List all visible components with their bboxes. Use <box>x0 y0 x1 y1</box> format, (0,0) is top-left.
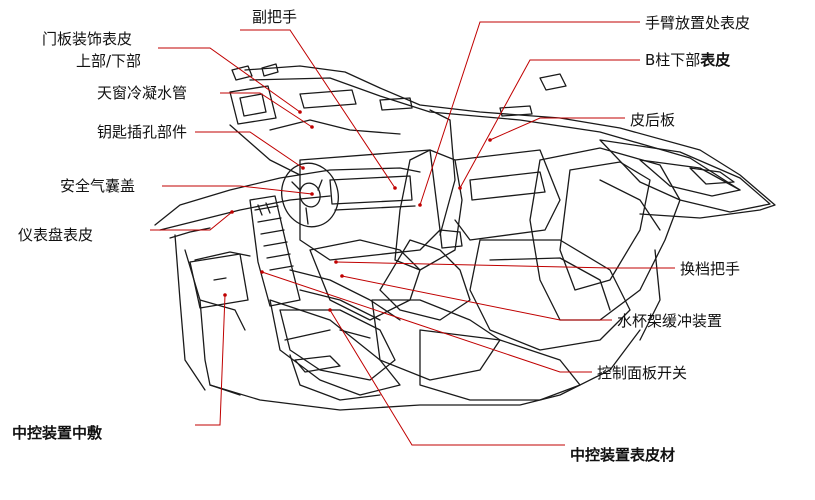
steering-wheel <box>281 162 339 228</box>
leader-assist-grip <box>240 29 396 189</box>
glove-box <box>189 253 249 309</box>
leader-key-cylinder <box>195 131 304 169</box>
label-rear-package-tray: 皮后板 <box>630 111 676 129</box>
leader-door-trim <box>158 47 301 113</box>
label-b-pillar-prefix: B柱下部 <box>645 51 701 69</box>
label-airbag-cover: 安全气囊盖 <box>60 177 136 195</box>
label-b-pillar-suffix: 表皮 <box>700 51 731 69</box>
rear-seat <box>529 147 681 321</box>
leader-cup-holder <box>341 275 612 321</box>
driver-seat <box>394 149 463 271</box>
leader-dots <box>223 110 492 312</box>
label-console-skin: 中控装置表皮材 <box>570 446 675 464</box>
leader-armrest <box>419 21 640 206</box>
floor <box>209 329 641 411</box>
dome-lamp <box>299 89 357 109</box>
rear-tray <box>599 139 771 213</box>
label-shift-knob: 换档把手 <box>680 260 741 278</box>
label-instrument-panel-skin: 仪表盘表皮 <box>18 226 94 244</box>
leader-airbag-cover <box>162 185 313 195</box>
dashboard <box>154 167 421 226</box>
leader-b-pillar <box>459 59 640 189</box>
label-assist-grip: 副把手 <box>252 8 298 26</box>
label-b-pillar: B柱下部表皮 <box>645 51 730 69</box>
label-console-pad: 中控装置中敷 <box>12 424 103 442</box>
label-key-cylinder: 钥匙插孔部件 <box>97 123 188 141</box>
label-door-trim-line1: 门板装饰表皮 <box>42 30 133 48</box>
label-sunroof-drain: 天窗冷凝水管 <box>97 84 188 102</box>
label-cup-holder-damper: 水杯架缓冲装置 <box>617 312 723 330</box>
leader-console-skin <box>329 309 565 446</box>
leader-console-pad <box>195 294 226 426</box>
passenger-seat <box>309 239 421 321</box>
label-control-panel-switch: 控制面板开关 <box>597 364 688 382</box>
leader-rear-tray <box>489 117 625 141</box>
leader-instrument-panel <box>150 211 233 231</box>
label-console-skin-suffix: 表皮材 <box>630 446 676 464</box>
center-stack <box>249 195 301 307</box>
sun-visor <box>229 85 277 125</box>
leader-shift-knob <box>335 261 675 269</box>
roof-headliner <box>244 65 776 219</box>
leader-lines <box>150 21 675 446</box>
label-door-trim-line2: 上部/下部 <box>76 52 142 70</box>
b-pillar <box>429 109 456 236</box>
label-armrest-skin: 手臂放置处表皮 <box>645 14 751 32</box>
leader-sunroof-drain <box>220 92 313 128</box>
label-console-skin-prefix: 中控装置 <box>570 446 631 464</box>
center-console <box>269 299 401 396</box>
leader-control-switch <box>261 271 592 373</box>
door-panel <box>299 149 441 261</box>
car-body-outline <box>154 63 776 411</box>
